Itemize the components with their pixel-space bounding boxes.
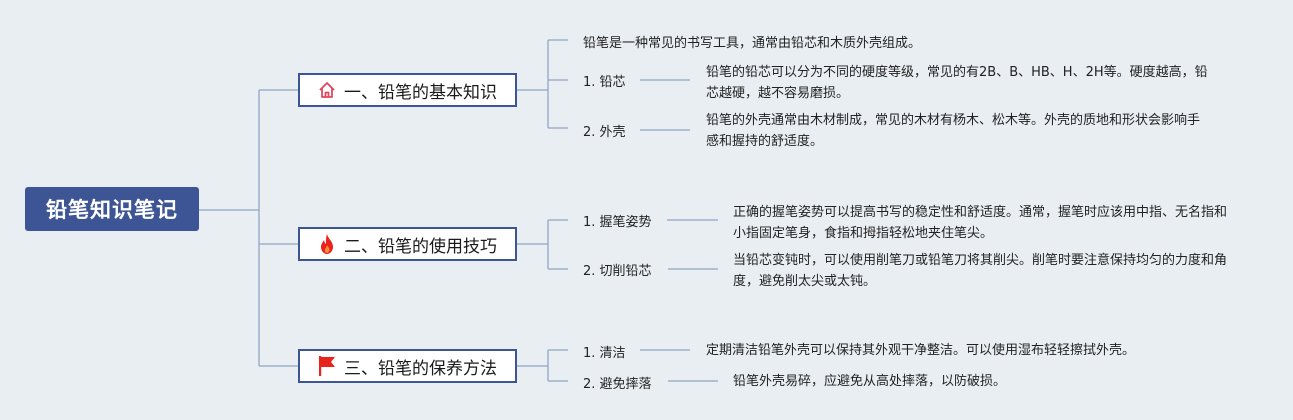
item-label[interactable]: 1. 清洁 — [583, 346, 626, 361]
item-text: 当铅芯变钝时，可以使用削笔刀或铅笔刀将其削尖。削笔时要注意保持均匀的力度和角度，… — [733, 253, 1228, 289]
item-label[interactable]: 1. 铅芯 — [583, 75, 626, 90]
item-label[interactable]: 2. 外壳 — [583, 125, 626, 140]
item-label[interactable]: 2. 切削铅芯 — [583, 264, 652, 279]
item-text: 铅笔外壳易碎，应避免从高处摔落，以防破损。 — [733, 374, 1007, 389]
item-text: 铅笔的外壳通常由木材制成，常见的木材有杨木、松木等。外壳的质地和形状会影响手感和… — [706, 113, 1201, 149]
home-icon — [316, 79, 338, 101]
branch-title: 二、铅笔的使用技巧 — [344, 236, 497, 257]
item-label[interactable]: 1. 握笔姿势 — [583, 215, 652, 230]
branch-maintenance[interactable]: 三、铅笔的保养方法 — [298, 349, 517, 383]
item-text: 铅笔的铅芯可以分为不同的硬度等级，常见的有2B、B、HB、H、2H等。硬度越高，… — [706, 65, 1208, 101]
item-text: 正确的握笔姿势可以提高书写的稳定性和舒适度。通常，握笔时应该用中指、无名指和小指… — [733, 205, 1228, 241]
item-text: 定期清洁铅笔外壳可以保持其外观干净整洁。可以使用湿布轻轻擦拭外壳。 — [706, 343, 1136, 358]
branch-title: 一、铅笔的基本知识 — [344, 82, 497, 103]
fire-icon — [316, 233, 338, 255]
branch-title: 三、铅笔的保养方法 — [344, 358, 497, 379]
item-label[interactable]: 2. 避免摔落 — [583, 377, 652, 392]
branch-basic-knowledge[interactable]: 一、铅笔的基本知识 — [298, 73, 517, 107]
root-title: 铅笔知识笔记 — [46, 198, 178, 222]
flag-icon — [316, 355, 338, 377]
root-node[interactable]: 铅笔知识笔记 — [25, 187, 199, 231]
branch-intro: 铅笔是一种常见的书写工具，通常由铅芯和木质外壳组成。 — [583, 36, 922, 51]
branch-usage-tips[interactable]: 二、铅笔的使用技巧 — [298, 227, 517, 261]
